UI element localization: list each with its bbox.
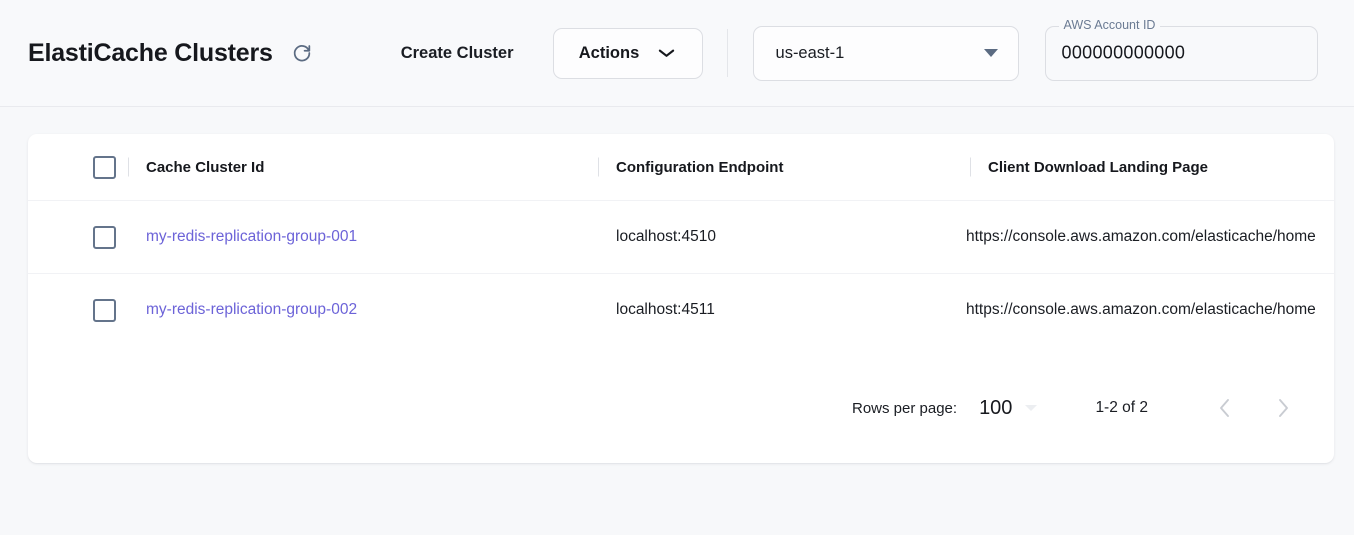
table-header: Cache Cluster Id Configuration Endpoint …: [28, 134, 1334, 201]
column-header-cache-cluster-id[interactable]: Cache Cluster Id: [124, 134, 594, 201]
cluster-id-link[interactable]: my-redis-replication-group-002: [146, 301, 358, 319]
rows-per-page-label: Rows per page:: [852, 399, 958, 417]
triangle-down-icon: [983, 49, 998, 57]
cluster-id-link[interactable]: my-redis-replication-group-001: [146, 228, 358, 245]
rows-per-page-value: 100: [979, 396, 1013, 419]
row-select-cell: [28, 201, 124, 274]
row-checkbox[interactable]: [93, 225, 116, 249]
refresh-icon[interactable]: [287, 38, 317, 68]
table-row[interactable]: my-redis-replication-group-001 localhost…: [28, 200, 1334, 274]
clusters-card: Cache Cluster Id Configuration Endpoint …: [28, 134, 1334, 463]
content-area: Cache Cluster Id Configuration Endpoint …: [0, 107, 1354, 535]
table-row[interactable]: my-redis-replication-group-002 localhost…: [28, 273, 1334, 347]
cell-client-download-landing-page: https://console.aws.amazon.com/elasticac…: [966, 274, 1334, 347]
rows-per-page-select[interactable]: 100: [979, 396, 1038, 420]
chevron-left-icon: [1220, 399, 1229, 417]
select-all-cell: [28, 134, 124, 201]
row-checkbox[interactable]: [93, 298, 116, 322]
cell-cache-cluster-id: my-redis-replication-group-002: [124, 274, 594, 347]
table-body: my-redis-replication-group-001 localhost…: [28, 200, 1334, 347]
actions-button[interactable]: Actions: [552, 27, 703, 79]
configuration-endpoint-value: localhost:4510: [616, 228, 716, 245]
region-select-value: us-east-1: [775, 43, 845, 62]
clusters-table: Cache Cluster Id Configuration Endpoint …: [28, 134, 1334, 347]
table-header-row: Cache Cluster Id Configuration Endpoint …: [28, 134, 1334, 201]
row-select-cell: [28, 274, 124, 347]
landing-page-value: https://console.aws.amazon.com/elasticac…: [966, 301, 1316, 319]
refresh-icon-glyph: [293, 45, 310, 62]
region-select[interactable]: us-east-1: [752, 25, 1019, 81]
cell-client-download-landing-page: https://console.aws.amazon.com/elasticac…: [966, 201, 1334, 274]
next-page-button[interactable]: [1260, 385, 1306, 431]
cell-cache-cluster-id: my-redis-replication-group-001: [124, 201, 594, 274]
paginator: Rows per page: 100 1-2 of 2: [28, 353, 1334, 463]
column-header-label: Cache Cluster Id: [146, 158, 265, 176]
chevron-down-icon: [659, 49, 675, 57]
column-header-configuration-endpoint[interactable]: Configuration Endpoint: [594, 134, 966, 201]
column-header-label: Client Download Landing Page: [988, 158, 1209, 176]
cell-configuration-endpoint: localhost:4511: [594, 274, 966, 347]
chevron-down-icon: [1025, 405, 1038, 411]
select-all-checkbox[interactable]: [93, 155, 116, 179]
app-header: ElastiCache Clusters Create Cluster Acti…: [0, 0, 1354, 107]
header-divider: [726, 29, 728, 77]
create-cluster-button[interactable]: Create Cluster: [395, 36, 520, 71]
page-title: ElastiCache Clusters: [28, 38, 273, 67]
cell-configuration-endpoint: localhost:4510: [594, 201, 966, 274]
column-header-label: Configuration Endpoint: [616, 158, 784, 176]
pagination-range-label: 1-2 of 2: [1095, 399, 1148, 416]
previous-page-button[interactable]: [1202, 385, 1248, 431]
column-header-client-download-landing-page[interactable]: Client Download Landing Page: [966, 134, 1334, 201]
configuration-endpoint-value: localhost:4511: [616, 301, 715, 319]
chevron-right-icon: [1279, 399, 1288, 417]
landing-page-value: https://console.aws.amazon.com/elasticac…: [966, 228, 1316, 245]
aws-account-id-field[interactable]: AWS Account ID 000000000000: [1044, 17, 1318, 81]
actions-button-label: Actions: [578, 43, 640, 62]
aws-account-id-label: AWS Account ID: [1058, 17, 1161, 32]
aws-account-id-value: 000000000000: [1061, 42, 1186, 63]
